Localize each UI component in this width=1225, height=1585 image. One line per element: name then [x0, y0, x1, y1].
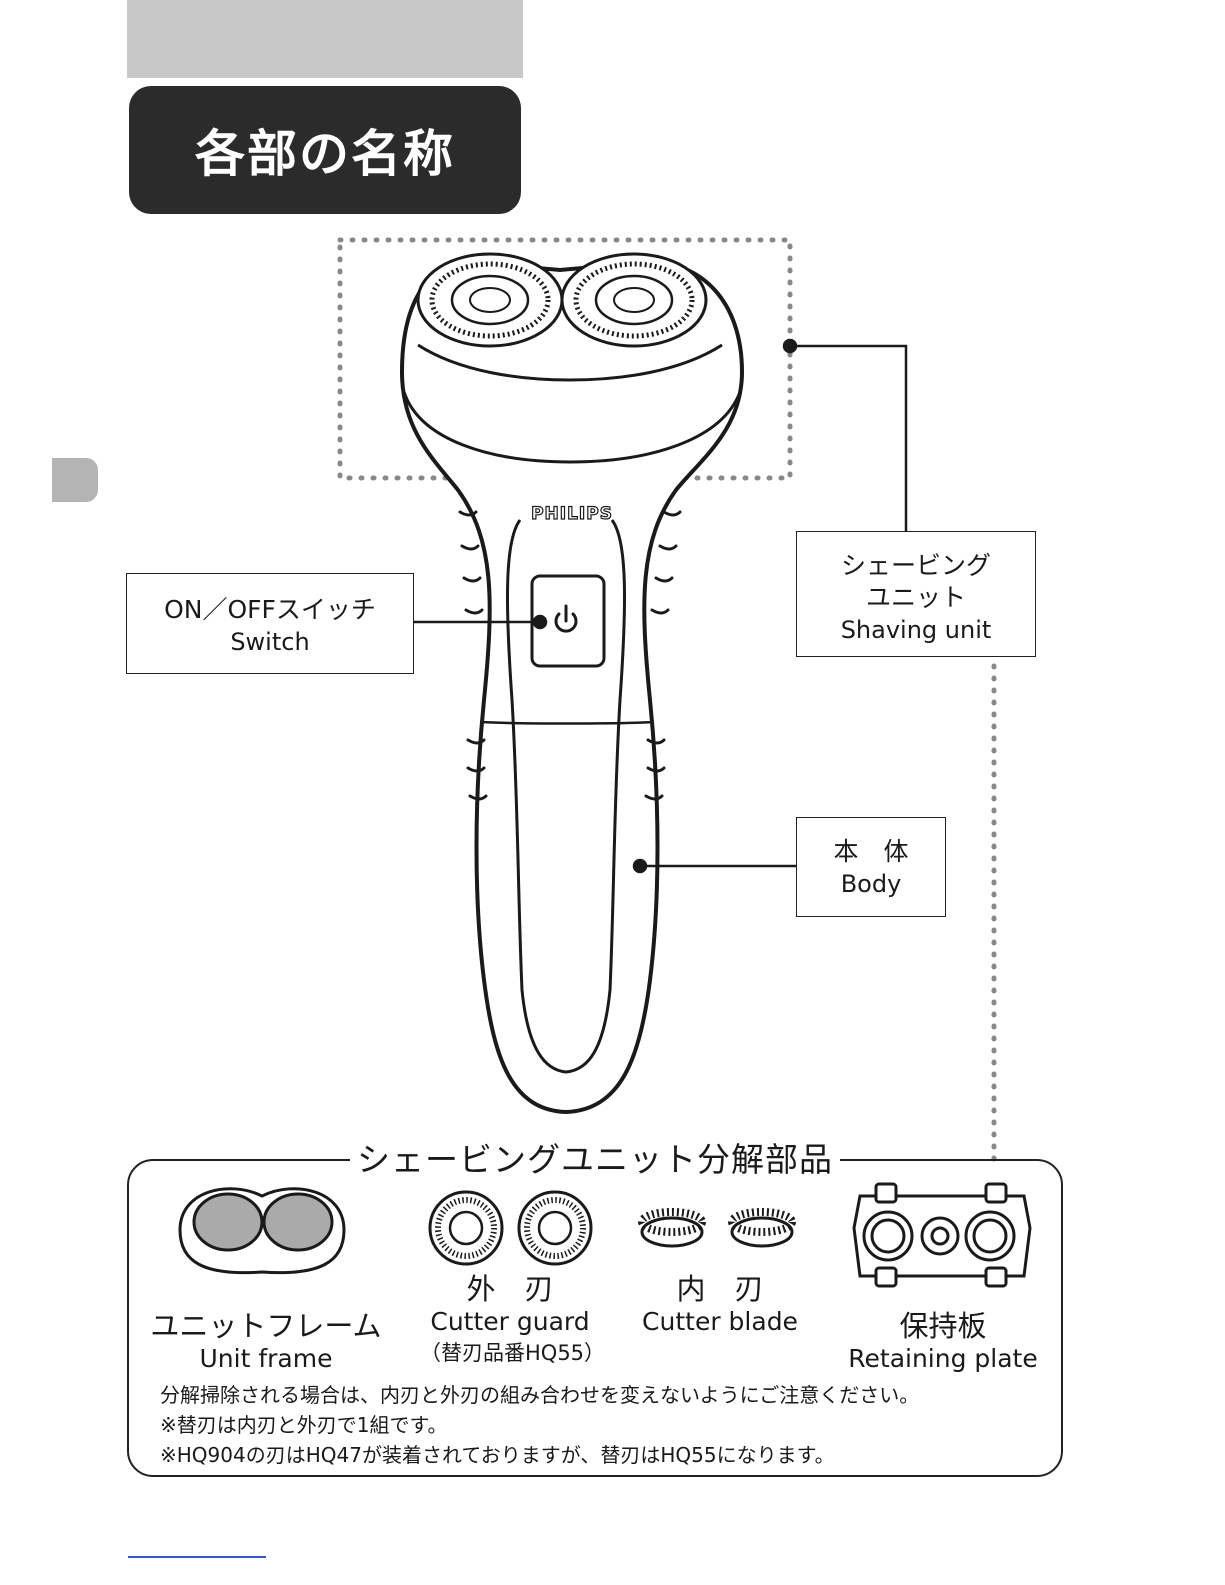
- label-shaving-unit-jp2: ユニット: [797, 582, 1035, 614]
- cutter-head-left: [418, 254, 562, 346]
- label-shaving-unit-en: Shaving unit: [797, 614, 1035, 646]
- note-line: 分解掃除される場合は、内刃と外刃の組み合わせを変えないようにご注意ください。: [160, 1380, 919, 1410]
- bottom-link-underline: [128, 1556, 266, 1558]
- shaving-unit-leader: [790, 346, 906, 531]
- label-switch-jp: ON／OFFスイッチ: [127, 594, 413, 626]
- part-cutter-guard-jp: 外 刃: [466, 1272, 553, 1306]
- part-cutter-blade-en: Cutter blade: [638, 1306, 802, 1338]
- brand-logo: PHILIPS: [531, 504, 613, 524]
- notes: 分解掃除される場合は、内刃と外刃の組み合わせを変えないようにご注意ください。 ※…: [160, 1380, 919, 1470]
- parts-title: シェービングユニット分解部品: [350, 1140, 840, 1180]
- part-cutter-blade: 内 刃 Cutter blade: [638, 1272, 802, 1338]
- part-cutter-blade-jp: 内 刃: [676, 1272, 763, 1306]
- part-retaining-plate-en: Retaining plate: [845, 1343, 1041, 1375]
- label-switch: ON／OFFスイッチ Switch: [126, 573, 414, 674]
- part-unit-frame-en: Unit frame: [150, 1343, 382, 1375]
- note-line: ※替刃は内刃と外刃で1組です。: [160, 1410, 919, 1440]
- part-retaining-plate: 保持板 Retaining plate: [845, 1309, 1041, 1375]
- label-body-en: Body: [797, 868, 945, 900]
- cutter-head-right: [562, 254, 706, 346]
- part-cutter-guard-en: Cutter guard: [420, 1306, 600, 1338]
- part-unit-frame-jp: ユニットフレーム: [150, 1309, 381, 1343]
- label-shaving-unit: シェービング ユニット Shaving unit: [796, 531, 1036, 657]
- part-cutter-guard-note: （替刃品番HQ55）: [420, 1338, 600, 1368]
- note-line: ※HQ904の刃はHQ47が装着されておりますが、替刃はHQ55になります。: [160, 1440, 919, 1470]
- part-unit-frame: ユニットフレーム Unit frame: [150, 1309, 382, 1375]
- label-shaving-unit-jp1: シェービング: [797, 550, 1035, 582]
- part-cutter-guard: 外 刃 Cutter guard （替刃品番HQ55）: [420, 1272, 600, 1368]
- label-body-jp: 本 体: [797, 836, 945, 868]
- label-body: 本 体 Body: [796, 817, 946, 917]
- part-retaining-plate-jp: 保持板: [899, 1309, 986, 1343]
- label-switch-en: Switch: [127, 626, 413, 658]
